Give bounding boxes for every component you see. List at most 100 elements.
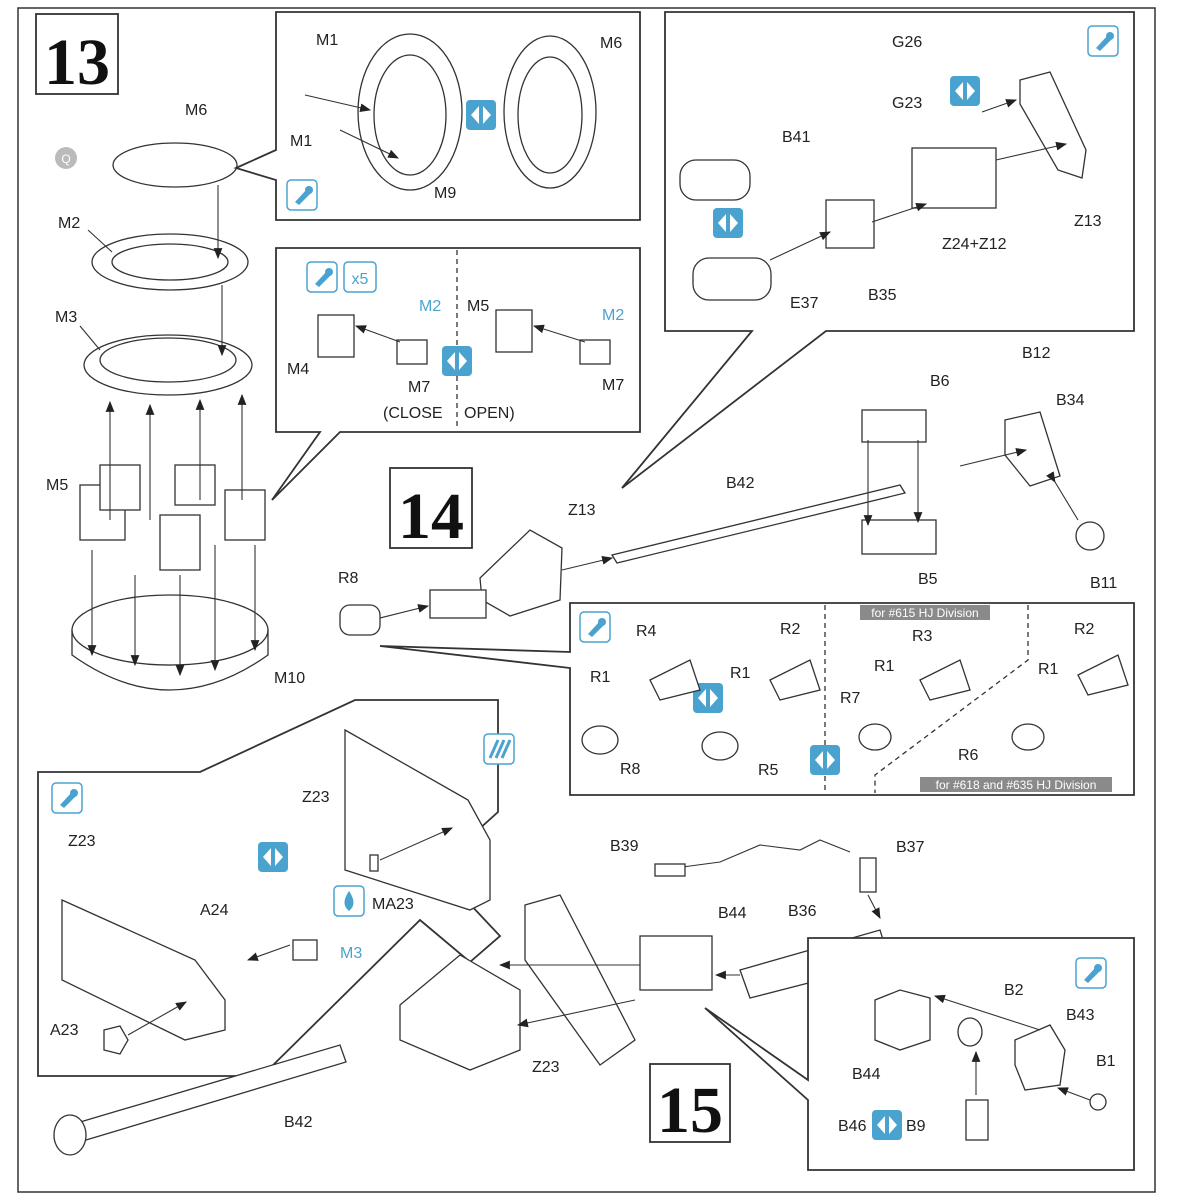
part-b34 (1004, 411, 1061, 487)
part-b5 (861, 519, 937, 555)
label-a23: A23 (50, 1022, 79, 1039)
part-b2 (957, 1017, 983, 1047)
label-m4: M4 (287, 361, 309, 378)
label-r8: R8 (338, 570, 359, 587)
label-m6: M6 (185, 102, 207, 119)
label-z23-top: Z23 (302, 789, 330, 806)
option-swap-icon (810, 745, 840, 775)
label-z13: Z13 (1074, 213, 1102, 230)
option-swap-icon (258, 842, 288, 872)
svg-text:for #615 HJ Division: for #615 HJ Division (871, 606, 978, 620)
part-m2-clip (396, 339, 428, 365)
label-m3-small: M3 (340, 945, 362, 962)
label-g23: G23 (892, 95, 922, 112)
part-z24-z12 (911, 147, 997, 209)
option-swap-icon (713, 208, 743, 238)
label-z23-lower: Z23 (532, 1059, 560, 1076)
label-b1: B1 (1096, 1053, 1116, 1070)
texture-icon (483, 733, 515, 765)
label-b43: B43 (1066, 1007, 1095, 1024)
label-b34: B34 (1056, 392, 1085, 409)
option-swap-icon (442, 346, 472, 376)
label-m1-top: M1 (316, 32, 338, 49)
label-ma23: MA23 (372, 896, 414, 913)
label-m6-detail: M6 (600, 35, 622, 52)
variant-tag-618-635: for #618 and #635 HJ Division (920, 777, 1112, 792)
step-15-box (649, 1063, 731, 1143)
glue-icon (286, 179, 318, 211)
label-r8-variant: R8 (620, 761, 641, 778)
label-b36: B36 (788, 903, 817, 920)
part-b39-rod (659, 839, 851, 871)
label-b42: B42 (726, 475, 755, 492)
part-z23-lower (524, 894, 636, 1066)
part-z13-mount (479, 529, 563, 617)
label-m7-open: M7 (602, 377, 624, 394)
label-b9: B9 (906, 1118, 926, 1135)
label-b42-lower: B42 (284, 1114, 313, 1131)
label-b44: B44 (718, 905, 747, 922)
part-m4 (317, 314, 355, 358)
label-b2: B2 (1004, 982, 1024, 999)
label-b11: B11 (1090, 575, 1117, 592)
option-swap-icon (466, 100, 496, 130)
label-m5-open: M5 (467, 298, 489, 315)
label-r1-d: R1 (1038, 661, 1059, 678)
label-r5: R5 (758, 762, 779, 779)
label-m10: M10 (274, 670, 305, 687)
label-z24-z12: Z24+Z12 (942, 236, 1007, 253)
step-15-number: 15 (657, 1074, 723, 1147)
label-r2-left: R2 (780, 621, 801, 638)
part-b37 (859, 857, 877, 893)
part-m3-small (292, 939, 318, 961)
part-b44 (639, 935, 713, 991)
part-a23 (103, 1025, 129, 1055)
part-b41 (679, 159, 751, 201)
part-b43 (1014, 1024, 1066, 1091)
callout-muzzle-variants (379, 602, 1135, 796)
label-r2-right: R2 (1074, 621, 1095, 638)
callout-breech-block-detail (704, 937, 1135, 1171)
label-m7-close: M7 (408, 379, 430, 396)
option-swap-icon (950, 76, 980, 106)
label-b46: B46 (838, 1118, 867, 1135)
part-b1 (1089, 1093, 1107, 1111)
label-r1-a: R1 (590, 669, 611, 686)
label-open: OPEN) (464, 405, 515, 422)
label-m2: M2 (58, 215, 80, 232)
glue-icon (579, 611, 611, 643)
label-b41: B41 (782, 129, 811, 146)
part-r8 (339, 604, 381, 636)
quantity-x5: x5 (343, 261, 377, 293)
callout-breech-detail (621, 11, 1135, 489)
label-r3: R3 (912, 628, 933, 645)
label-b37: B37 (896, 839, 925, 856)
part-b9 (965, 1099, 989, 1141)
label-m3: M3 (55, 309, 77, 326)
part-b35 (825, 199, 875, 249)
label-z23-left: Z23 (68, 833, 96, 850)
svg-text:for #618 and #635 HJ Division: for #618 and #635 HJ Division (936, 778, 1097, 792)
label-b6: B6 (930, 373, 950, 390)
label-a24: A24 (200, 902, 229, 919)
quick-icon: Q (55, 147, 77, 169)
label-r1-c: R1 (874, 658, 895, 675)
label-b12: B12 (1022, 345, 1051, 362)
paint-drop-icon (333, 885, 365, 917)
label-g26: G26 (892, 34, 922, 51)
step-13-box (35, 13, 119, 95)
label-z13-mount: Z13 (568, 502, 596, 519)
label-r1-b: R1 (730, 665, 751, 682)
option-swap-icon (872, 1110, 902, 1140)
label-r4: R4 (636, 623, 657, 640)
label-b5: B5 (918, 571, 938, 588)
part-z23-plate (344, 728, 491, 911)
part-m6-hatch (112, 142, 238, 188)
page-frame (17, 7, 1156, 1193)
glue-icon (306, 261, 338, 293)
muzzle-brake-parts (581, 654, 1129, 761)
part-e37 (692, 257, 772, 301)
label-m5: M5 (46, 477, 68, 494)
part-b42-barrel (610, 484, 907, 564)
assembly-arrows-13 (87, 185, 260, 677)
